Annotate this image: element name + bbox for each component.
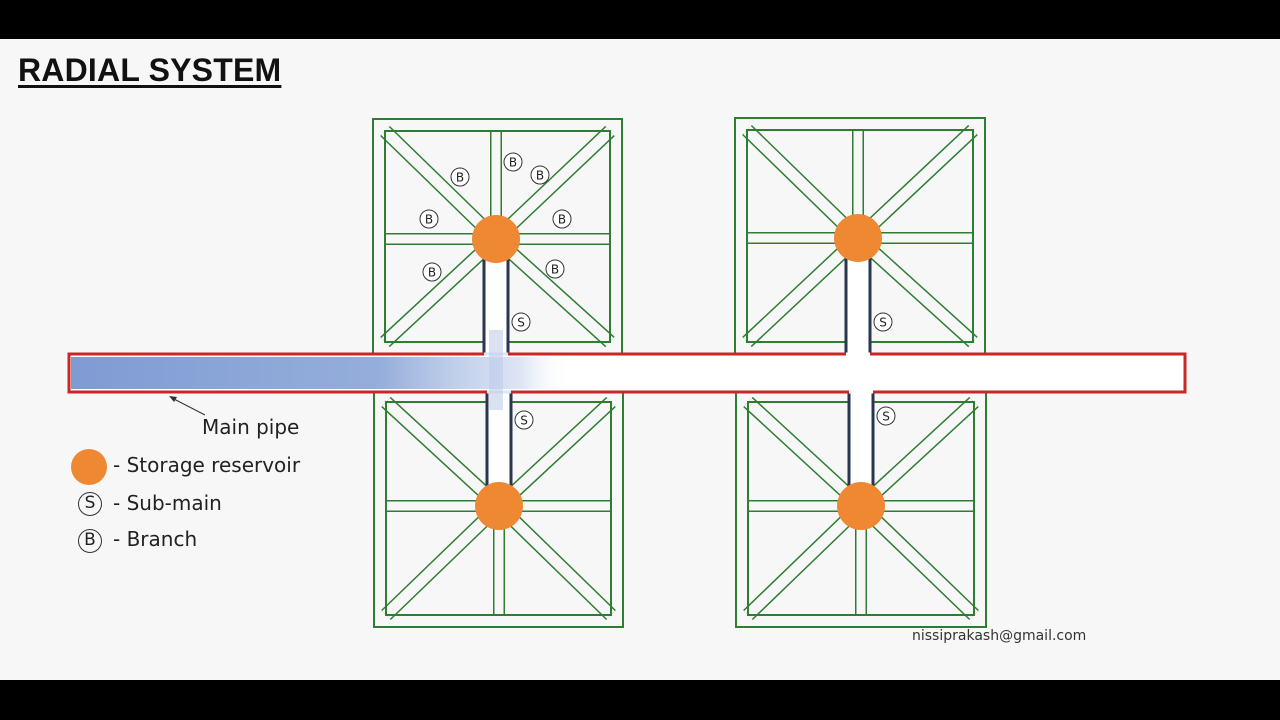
page-title: RADIAL SYSTEM (18, 52, 282, 88)
water-inflow (489, 330, 503, 410)
submain-marker-4: S (876, 406, 896, 426)
storage-reservoir (834, 214, 882, 262)
branch-marker-7-letter: B (551, 263, 559, 277)
legend-branch-icon: B (78, 529, 102, 553)
distribution-block-1 (372, 118, 623, 356)
branch-marker-7: B (545, 259, 565, 279)
legend-branch-label: - Branch (113, 527, 198, 551)
main-pipe-caption: Main pipe (202, 415, 300, 439)
water-flow (71, 357, 571, 389)
top-letterbox-bar (0, 0, 1280, 39)
branch-marker-6: B (422, 262, 442, 282)
branch-marker-5: B (552, 209, 572, 229)
branch-marker-4: B (419, 209, 439, 229)
branch-marker-6-ring (422, 262, 442, 282)
branch-marker-1: B (450, 167, 470, 187)
branch-marker-3-ring (530, 165, 550, 185)
branch-marker-5-ring (552, 209, 572, 229)
submain-marker-3: S (873, 312, 893, 332)
branch-marker-3-letter: B (536, 169, 544, 183)
submain-marker-2: S (514, 410, 534, 430)
storage-reservoir (475, 482, 523, 530)
distribution-block-4 (735, 388, 987, 628)
markers-group: B B B B B B B S S S S (419, 152, 896, 430)
branch-marker-2-letter: B (509, 156, 517, 170)
submain-marker-2-letter: S (520, 414, 528, 428)
storage-reservoir (472, 215, 520, 263)
legend-reservoir-label: - Storage reservoir (113, 453, 301, 477)
submain-marker-1-ring (511, 312, 531, 332)
submain-marker-3-ring (873, 312, 893, 332)
bottom-letterbox-bar (0, 680, 1280, 720)
branch-marker-7-ring (545, 259, 565, 279)
branch-marker-5-letter: B (558, 213, 566, 227)
branch-marker-2: B (503, 152, 523, 172)
caption-pointer-head (169, 396, 177, 402)
caption-pointer (171, 397, 206, 416)
branch-marker-4-ring (419, 209, 439, 229)
legend-reservoir-icon (71, 449, 107, 485)
branch-marker-4-letter: B (425, 213, 433, 227)
submain-marker-4-letter: S (882, 410, 890, 424)
distribution-block-2 (734, 117, 986, 356)
author-email: nissiprakash@gmail.com (912, 628, 1087, 644)
submain-marker-1-letter: S (517, 316, 525, 330)
pipe-junction (846, 352, 870, 356)
distribution-blocks (372, 117, 987, 628)
distribution-block-3 (373, 388, 624, 628)
storage-reservoir (837, 482, 885, 530)
legend-submain-icon: S (78, 492, 102, 516)
submain-marker-2-ring (514, 410, 534, 430)
legend-submain-label: - Sub-main (113, 491, 222, 515)
main-pipe-group (67, 330, 1187, 416)
branch-marker-2-ring (503, 152, 523, 172)
branch-marker-1-letter: B (456, 171, 464, 185)
submain-marker-3-letter: S (879, 316, 887, 330)
branch-marker-3: B (530, 165, 550, 185)
submain-marker-4-ring (876, 406, 896, 426)
submain-marker-1: S (511, 312, 531, 332)
branch-marker-1-ring (450, 167, 470, 187)
branch-marker-6-letter: B (428, 266, 436, 280)
pipe-junction (849, 390, 873, 394)
